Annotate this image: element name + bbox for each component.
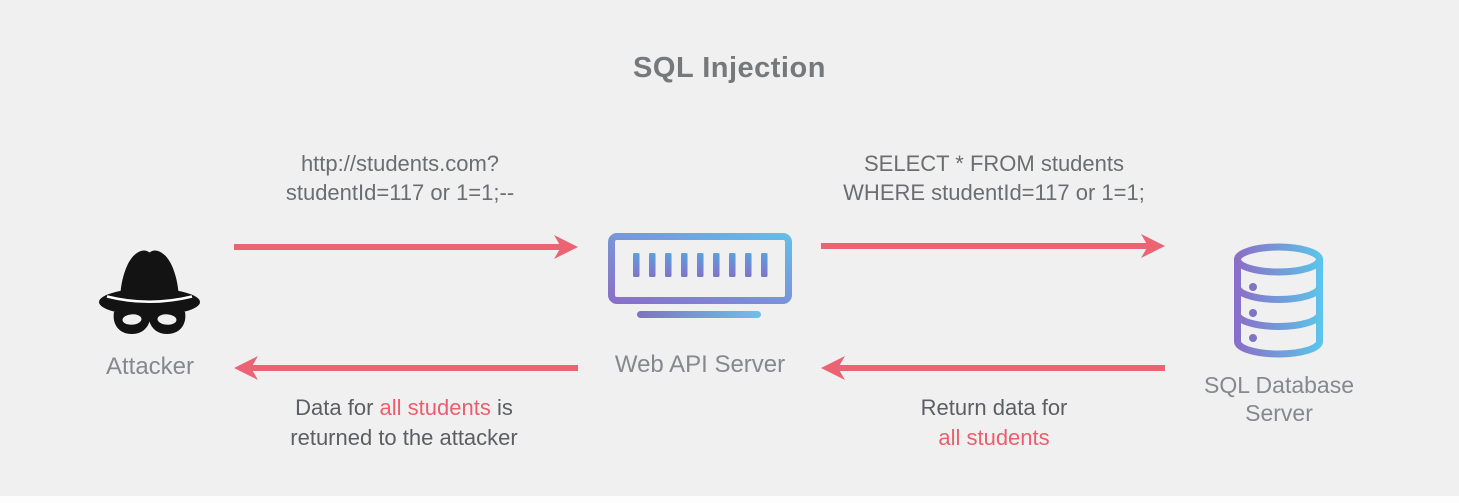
sql-query-line2: WHERE studentId=117 or 1=1; bbox=[843, 180, 1145, 205]
sql-query-label: SELECT * FROM students WHERE studentId=1… bbox=[804, 149, 1184, 207]
attacker-response-line1: Data for all students is bbox=[234, 393, 574, 423]
server-icon bbox=[608, 233, 792, 318]
sql-database-server-label-line2: Server bbox=[1245, 400, 1313, 426]
attacker-response-highlight: all students bbox=[379, 395, 491, 420]
attacker-response-line2: returned to the attacker bbox=[290, 425, 518, 450]
sql-query-line1: SELECT * FROM students bbox=[863, 151, 1124, 176]
database-icon bbox=[1234, 243, 1323, 358]
attacker-response-message: Data for all students is returned to the… bbox=[234, 393, 574, 453]
http-request-line2: studentId=117 or 1=1;-- bbox=[285, 180, 515, 205]
attacker-response-line1-prefix: Data for bbox=[295, 395, 380, 420]
db-response-line1: Return data for bbox=[920, 395, 1068, 420]
db-response-line2: all students bbox=[938, 425, 1050, 450]
arrow-database-to-server bbox=[821, 356, 1165, 380]
sql-database-server-label: SQL Database Server bbox=[1164, 371, 1394, 427]
http-request-line1: http://students.com? bbox=[300, 151, 500, 176]
diagram-title: SQL Injection bbox=[633, 52, 826, 84]
attacker-label: Attacker bbox=[105, 353, 195, 380]
web-api-server-label: Web API Server bbox=[614, 351, 786, 378]
bottom-strip bbox=[0, 496, 1459, 503]
sql-database-server-label-line1: SQL Database bbox=[1203, 372, 1355, 398]
arrow-server-to-attacker bbox=[234, 356, 578, 380]
attacker-response-line1-suffix: is bbox=[490, 395, 513, 420]
arrow-attacker-to-server bbox=[234, 235, 578, 259]
http-request-label: http://students.com? studentId=117 or 1=… bbox=[230, 149, 570, 207]
arrow-server-to-database bbox=[821, 234, 1165, 258]
spy-icon bbox=[99, 250, 200, 334]
db-response-message: Return data for all students bbox=[834, 393, 1154, 453]
